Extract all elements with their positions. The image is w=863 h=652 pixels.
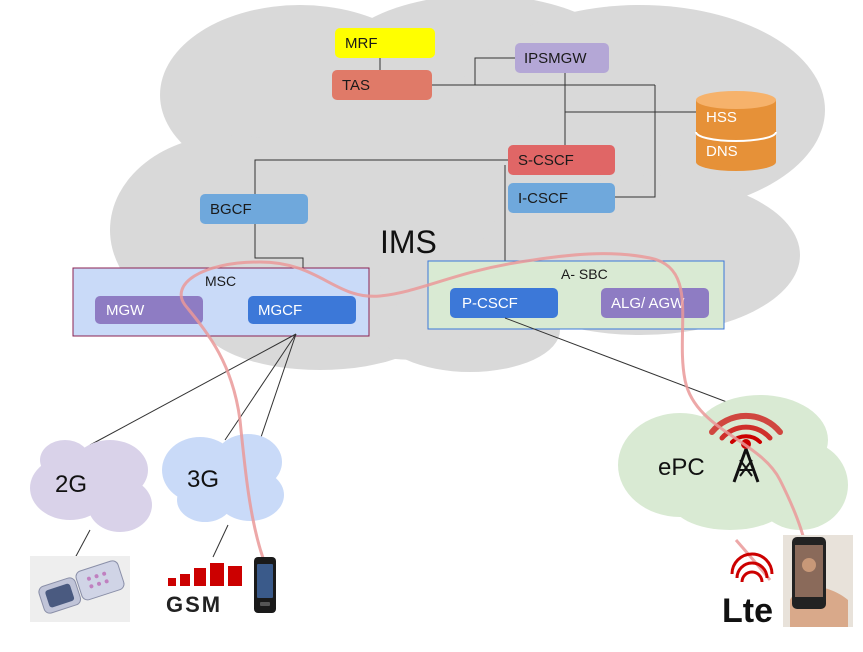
- hss-dns-database: HSS DNS: [695, 91, 777, 171]
- cloud-3g-label: 3G: [187, 466, 219, 493]
- flip-phone-image: [30, 556, 130, 622]
- algagw-label: ALG/ AGW: [611, 295, 685, 312]
- cloud-epc-label: ePC: [658, 454, 705, 481]
- bgcf-node: BGCF: [200, 194, 308, 224]
- pcscf-label: P-CSCF: [462, 295, 518, 312]
- scscf-node: S-CSCF: [508, 145, 615, 175]
- msc-container: MSC MGW MGCF: [72, 267, 370, 337]
- tas-label: TAS: [342, 77, 370, 94]
- scscf-label: S-CSCF: [518, 152, 574, 169]
- icscf-label: I-CSCF: [518, 190, 568, 207]
- smartphone-image: [254, 557, 276, 613]
- ims-label: IMS: [380, 224, 437, 260]
- icscf-node: I-CSCF: [508, 183, 615, 213]
- mrf-node: MRF: [335, 28, 435, 58]
- dns-label: DNS: [706, 143, 738, 160]
- ipsmgw-label: IPSMGW: [524, 50, 587, 67]
- lte-phone-image: [783, 535, 853, 627]
- gsm-logo-text: GSM: [166, 592, 222, 617]
- mrf-label: MRF: [345, 35, 378, 52]
- cloud-3g: 3G: [162, 434, 284, 522]
- gsm-logo: GSM: [166, 563, 242, 617]
- msc-label: MSC: [205, 273, 236, 289]
- hss-label: HSS: [706, 109, 737, 126]
- signal-path: [179, 252, 812, 566]
- mgcf-label: MGCF: [258, 302, 302, 319]
- lte-logo: Lte: [722, 552, 774, 630]
- asbc-label: A- SBC: [561, 266, 608, 282]
- ipsmgw-node: IPSMGW: [515, 43, 609, 73]
- bgcf-label: BGCF: [210, 201, 252, 218]
- cloud-2g: 2G: [30, 440, 152, 532]
- cloud-2g-label: 2G: [55, 471, 87, 498]
- tas-node: TAS: [332, 70, 432, 100]
- mgw-label: MGW: [106, 302, 145, 319]
- lte-logo-text: Lte: [722, 592, 773, 630]
